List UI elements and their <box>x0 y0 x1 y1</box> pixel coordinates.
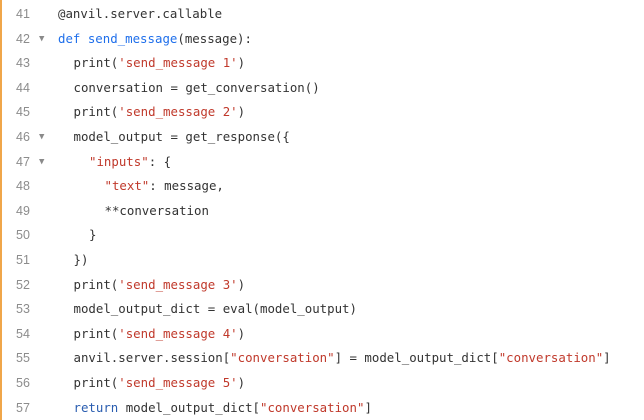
line-number: 55 <box>16 351 30 366</box>
code-line[interactable]: 46 ▼ model_output = get_response({ <box>2 125 644 150</box>
code-token: ] = model_output_dict[ <box>334 350 499 366</box>
code-line[interactable]: 56 print('send_message 5') <box>2 371 644 396</box>
code-token: ] <box>603 350 611 366</box>
code-token: 'send_message 5' <box>118 375 238 390</box>
line-number: 42 <box>16 31 30 46</box>
code-token: "conversation" <box>260 399 365 415</box>
code-token: send_message <box>87 30 178 46</box>
code-token: ) <box>237 325 246 341</box>
code-line[interactable]: 52 print('send_message 3') <box>2 273 644 298</box>
code-token: ] <box>364 399 372 415</box>
code-token: "conversation" <box>498 350 604 366</box>
line-number: 49 <box>16 203 30 218</box>
code-text: anvil.server.session["conversation"] = m… <box>74 346 611 371</box>
code-text: } <box>89 223 96 248</box>
line-number: 45 <box>16 105 30 120</box>
code-token: : message, <box>149 178 224 194</box>
line-number: 44 <box>16 80 30 95</box>
code-token: @anvil.server.callable <box>58 6 223 21</box>
line-number: 48 <box>16 179 30 194</box>
code-token: print( <box>73 104 119 120</box>
code-line[interactable]: 49 **conversation <box>2 199 644 224</box>
code-text: print('send_message 1') <box>74 51 246 76</box>
code-token: }) <box>73 252 89 267</box>
line-number-gutter <box>2 0 54 420</box>
fold-arrow-icon[interactable]: ▼ <box>39 33 45 44</box>
code-token: (message): <box>177 30 252 46</box>
code-token: : { <box>148 153 172 169</box>
code-token: return <box>73 399 126 415</box>
line-number: 43 <box>16 56 30 71</box>
line-number: 41 <box>16 7 30 21</box>
code-line[interactable]: 53 model_output_dict = eval(model_output) <box>2 297 644 322</box>
code-line[interactable]: 51}) <box>2 248 644 273</box>
code-text: def send_message(message): <box>58 27 252 52</box>
line-number: 53 <box>16 302 30 317</box>
code-token: **conversation <box>104 202 209 218</box>
code-text: print('send_message 2') <box>74 100 246 125</box>
code-token: 'send_message 3' <box>118 276 238 292</box>
code-token: 'send_message 1' <box>118 55 238 71</box>
line-number: 56 <box>16 376 30 390</box>
code-text: print('send_message 3') <box>74 273 246 298</box>
code-line[interactable]: 41 @anvil.server.callable <box>2 2 644 27</box>
code-token: print( <box>73 276 119 292</box>
code-token: 'send_message 2' <box>118 104 238 120</box>
line-number: 52 <box>16 277 30 292</box>
code-token: ) <box>237 375 246 390</box>
code-text: model_output = get_response({ <box>74 125 290 150</box>
line-number: 50 <box>16 228 30 243</box>
code-token: print( <box>73 55 119 71</box>
code-token: print( <box>73 375 119 390</box>
code-token: anvil.server.session[ <box>73 350 231 366</box>
code-line[interactable]: 57 return model_output_dict["conversation… <box>2 396 644 420</box>
code-token: def <box>58 30 88 46</box>
code-text: print('send_message 4') <box>74 322 246 347</box>
code-token: "inputs" <box>89 153 149 169</box>
code-text: print('send_message 5') <box>74 371 246 396</box>
code-line[interactable]: 48 "text": message, <box>2 174 644 199</box>
code-token: 'send_message 4' <box>118 325 238 341</box>
code-token: print( <box>73 325 119 341</box>
fold-arrow-icon[interactable]: ▼ <box>39 156 45 167</box>
fold-arrow-icon[interactable]: ▼ <box>39 132 45 142</box>
code-token: ) <box>237 104 246 120</box>
code-token: } <box>89 227 97 243</box>
code-token: model_output_dict = eval(model_output) <box>73 301 357 317</box>
code-line[interactable]: 43 print('send_message 1') <box>2 51 644 76</box>
line-number: 51 <box>16 253 30 267</box>
code-line[interactable]: 44 conversation = get_conversation() <box>2 76 644 101</box>
code-text: **conversation <box>105 199 209 224</box>
code-text: "inputs": { <box>89 150 171 175</box>
line-number: 57 <box>16 400 30 415</box>
code-token: model_output_dict[ <box>125 399 260 415</box>
code-token: model_output = get_response({ <box>73 129 290 144</box>
code-line[interactable]: 42 ▼ def send_message(message): <box>2 27 644 52</box>
code-text: "text": message, <box>105 174 224 199</box>
code-token: "text" <box>104 178 150 194</box>
code-token: ) <box>237 55 246 71</box>
code-token: "conversation" <box>230 350 335 366</box>
line-number: 47 <box>16 154 30 169</box>
code-text: conversation = get_conversation() <box>74 76 320 101</box>
code-token: conversation = get_conversation() <box>73 79 320 95</box>
code-line[interactable]: 45 print('send_message 2') <box>2 100 644 125</box>
code-text: }) <box>74 248 89 273</box>
code-token: ) <box>237 276 246 292</box>
code-text: return model_output_dict["conversation"] <box>74 396 372 420</box>
code-line[interactable]: 47 ▼ "inputs": { <box>2 150 644 175</box>
code-text: @anvil.server.callable <box>58 2 222 27</box>
line-number: 54 <box>16 326 30 341</box>
code-line[interactable]: 50} <box>2 223 644 248</box>
code-text: model_output_dict = eval(model_output) <box>74 297 357 322</box>
code-line[interactable]: 54 print('send_message 4') <box>2 322 644 347</box>
line-number: 46 <box>16 130 30 144</box>
